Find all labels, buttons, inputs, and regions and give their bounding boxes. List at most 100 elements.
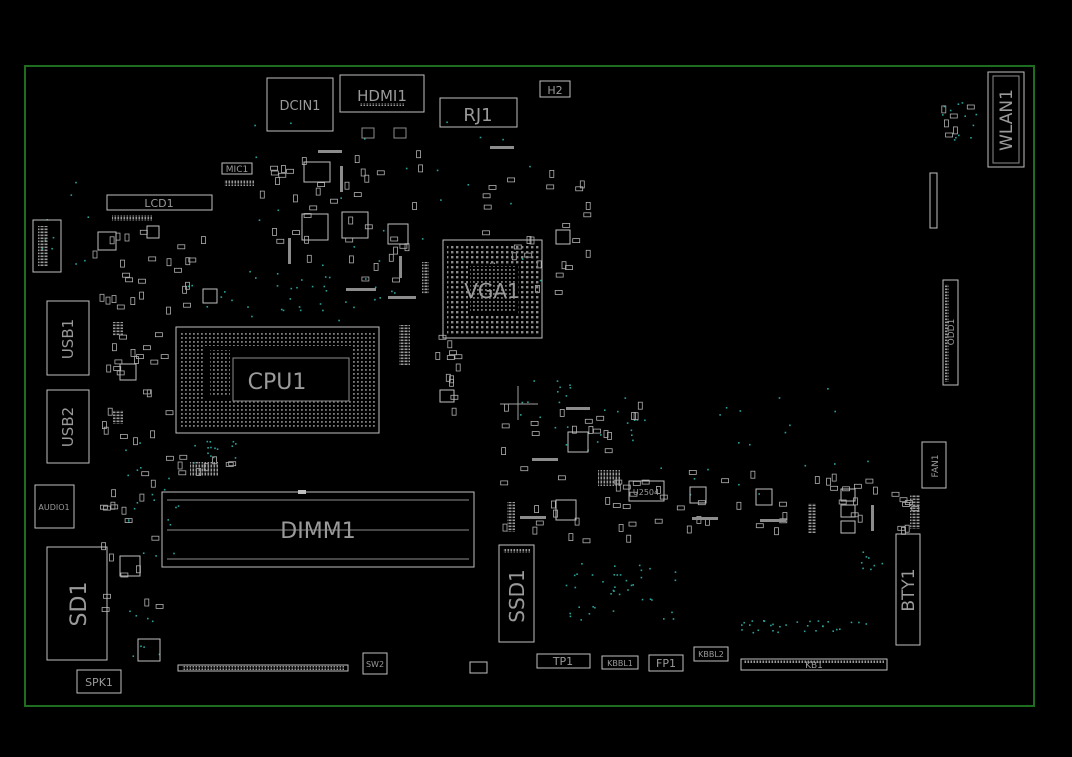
via xyxy=(632,584,634,586)
via xyxy=(280,308,283,311)
via xyxy=(858,621,860,624)
passive xyxy=(101,607,110,612)
via xyxy=(626,422,629,424)
component-bty1[interactable]: BTY1 xyxy=(895,533,921,646)
passive xyxy=(166,306,171,315)
via xyxy=(374,286,377,289)
passive xyxy=(857,514,863,523)
via xyxy=(640,576,643,579)
passive xyxy=(585,249,591,258)
passive xyxy=(99,293,105,302)
right-flex-connector[interactable] xyxy=(929,172,938,229)
via xyxy=(640,569,643,572)
via xyxy=(133,507,136,510)
component-kbbl1[interactable]: KBBL1 xyxy=(601,655,639,670)
via xyxy=(651,599,653,601)
component-kbbl2[interactable]: KBBL2 xyxy=(693,646,729,662)
passive xyxy=(501,423,510,429)
component-sw2[interactable]: SW2 xyxy=(362,652,388,675)
component-lcd1[interactable]: LCD1 xyxy=(106,194,213,221)
misc-connectors xyxy=(113,146,920,533)
component-audio1[interactable]: AUDIO1 xyxy=(34,484,75,529)
component-sd1[interactable]: SD1 xyxy=(46,546,108,661)
kb1-label: KB1 xyxy=(805,661,823,671)
via xyxy=(479,136,482,139)
passive xyxy=(259,190,265,199)
via xyxy=(374,298,376,301)
component-cpu1[interactable]: CPU1 xyxy=(175,326,380,434)
via xyxy=(868,557,870,559)
component-fp1[interactable]: FP1 xyxy=(648,654,684,672)
via xyxy=(600,434,602,436)
left-edge-connector[interactable] xyxy=(32,219,62,273)
passive xyxy=(201,236,206,245)
passive xyxy=(904,524,910,533)
component-h2[interactable]: H2 xyxy=(539,80,571,98)
component-odd1[interactable]: ODD1 xyxy=(942,279,959,386)
via xyxy=(803,630,806,633)
component-vga1[interactable]: VGA1 xyxy=(442,239,543,339)
passive xyxy=(151,535,160,541)
passive xyxy=(348,216,354,225)
component-wlan1[interactable]: WLAN1 xyxy=(987,71,1025,168)
via xyxy=(649,598,652,600)
via xyxy=(325,290,328,292)
passive xyxy=(500,480,509,486)
via xyxy=(557,391,559,393)
passive xyxy=(446,355,455,361)
bottom-flex-connector[interactable] xyxy=(177,664,349,672)
small-switch[interactable] xyxy=(469,661,488,674)
passive xyxy=(292,194,298,203)
component-ssd1[interactable]: SSD1 xyxy=(498,544,535,643)
component-dimm1[interactable]: DIMM1 xyxy=(161,490,475,568)
component-dcin1[interactable]: DCIN1 xyxy=(266,77,334,132)
component-fan1[interactable]: FAN1 xyxy=(921,441,947,489)
via xyxy=(660,467,662,469)
passive xyxy=(899,497,908,503)
via xyxy=(581,563,583,565)
passive xyxy=(554,289,563,295)
via xyxy=(206,440,209,443)
component-usb2[interactable]: USB2 xyxy=(46,389,90,464)
component-usb1[interactable]: USB1 xyxy=(46,300,90,376)
bottom-left-ic[interactable] xyxy=(137,638,161,662)
passive xyxy=(106,364,112,373)
via xyxy=(822,625,824,628)
component-kb1[interactable]: KB1 xyxy=(740,658,888,671)
passive xyxy=(361,276,370,282)
passive xyxy=(150,479,156,488)
component-rj1[interactable]: RJ1 xyxy=(439,97,518,128)
via xyxy=(210,455,212,457)
passive xyxy=(583,212,592,218)
via xyxy=(763,620,765,622)
via xyxy=(612,610,615,612)
passive xyxy=(113,366,122,371)
via xyxy=(187,285,190,288)
passive xyxy=(178,470,187,476)
via xyxy=(638,564,641,567)
via xyxy=(140,645,142,648)
passive xyxy=(559,408,565,417)
via xyxy=(127,519,130,521)
component-u2504[interactable]: U2504 xyxy=(628,480,665,502)
component-spk1[interactable]: SPK1 xyxy=(76,669,122,694)
via xyxy=(834,463,836,465)
via xyxy=(340,197,342,199)
passive xyxy=(390,236,399,242)
component-mic1[interactable]: MIC1 xyxy=(221,162,254,186)
via xyxy=(836,628,838,631)
passive xyxy=(144,598,150,607)
passive xyxy=(435,351,441,360)
via xyxy=(255,277,257,279)
via xyxy=(758,493,760,495)
component-hdmi1[interactable]: HDMI1 xyxy=(339,74,425,139)
passive xyxy=(101,542,106,551)
via xyxy=(319,303,322,305)
passive xyxy=(344,181,350,190)
component-tp1[interactable]: TP1 xyxy=(536,653,591,669)
ssd1-label: SSD1 xyxy=(505,569,529,623)
via xyxy=(738,442,740,444)
passive xyxy=(270,170,279,176)
via xyxy=(619,574,622,576)
